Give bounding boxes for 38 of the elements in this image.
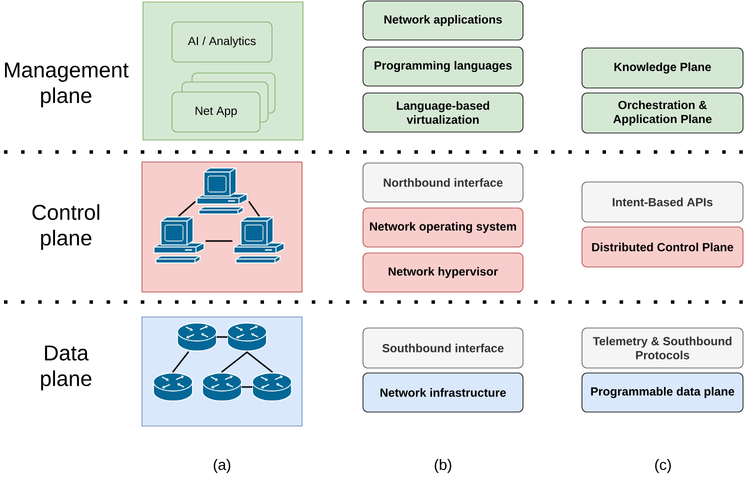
layer-box: Network applications [362, 0, 524, 40]
network-link [221, 351, 248, 373]
layer-box: Language-based virtualization [362, 92, 524, 132]
network-link [178, 201, 196, 217]
subfigure-label: (b) [434, 459, 452, 473]
subfigure-label: (a) [214, 459, 230, 473]
router-icon [153, 372, 193, 402]
router-icon [177, 322, 217, 352]
computer-icon [196, 168, 248, 214]
network-link [246, 351, 273, 373]
plane-label: Management plane [5, 62, 129, 108]
computer-icon [234, 216, 284, 264]
router-icon [252, 372, 292, 402]
network-link [216, 336, 228, 338]
layer-box: Programming languages [362, 46, 524, 86]
layer-box: Network operating system [362, 208, 524, 248]
layer-box: Intent-Based APIs [582, 182, 744, 222]
layer-box: Distributed Control Plane [582, 226, 744, 268]
layer-box: Northbound interface [362, 162, 524, 202]
network-link [172, 351, 189, 373]
plane-label: Data plane [41, 346, 92, 390]
app-box: AI / Analytics [172, 22, 272, 62]
plane-label: Control plane [32, 204, 100, 250]
network-link [241, 386, 253, 388]
layer-box: Telemetry & Southbound Protocols [582, 328, 744, 368]
computer-icon [154, 216, 204, 264]
layer-box: Southbound interface [362, 328, 524, 368]
app-box: Net App [172, 92, 260, 132]
layer-box: Network hypervisor [362, 252, 524, 292]
layer-box: Knowledge Plane [582, 48, 744, 88]
router-icon [227, 322, 267, 352]
subfigure-label: (c) [655, 459, 671, 473]
layer-box: Programmable data plane [582, 372, 744, 412]
layer-box: Network infrastructure [362, 372, 524, 412]
router-icon [202, 372, 242, 402]
network-link [205, 240, 233, 242]
layer-box: Orchestration & Application Plane [582, 92, 744, 134]
network-link [248, 201, 260, 217]
